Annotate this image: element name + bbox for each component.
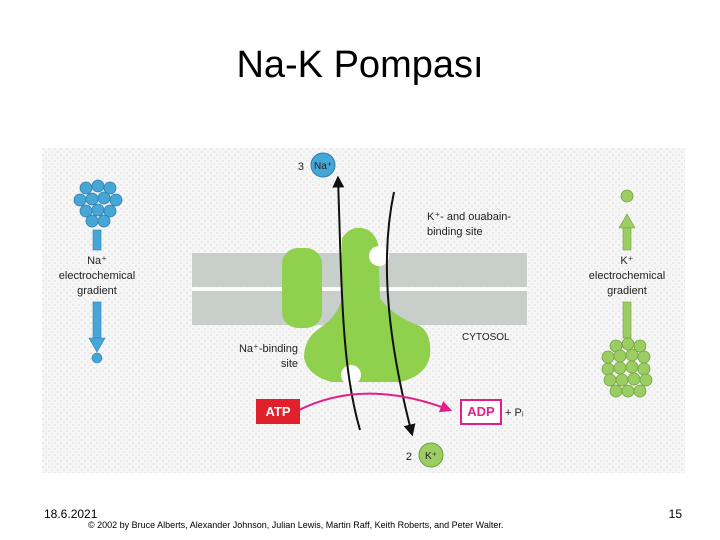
na-ion-icon [310, 152, 336, 178]
na-gradient-label-2: electrochemical [59, 270, 135, 282]
slide-title: Na-K Pompası [236, 44, 484, 86]
adp-label: ADP [467, 404, 495, 419]
na-ion-label: Na⁺ [314, 161, 332, 172]
k-gradient-label-2: electrochemical [589, 270, 665, 282]
k-count: 2 [406, 451, 412, 463]
ouabain-site-label-2: binding site [427, 226, 483, 238]
atp-hydrolysis-arrow [296, 392, 453, 413]
page-number: 15 [668, 507, 682, 521]
adp-box [460, 399, 502, 425]
figure-credit: © 2002 by Bruce Alberts, Alexander Johns… [88, 520, 504, 530]
na-gradient-label-1: Na⁺ [87, 255, 107, 267]
na-binding-site-label-1: Na⁺-binding [239, 343, 298, 355]
atp-box [256, 399, 300, 424]
na-gradient-label-3: gradient [77, 285, 117, 297]
na-ion-cluster [73, 179, 123, 228]
pi-label: + Pᵢ [505, 407, 524, 419]
k-ion-cluster [601, 337, 653, 398]
k-ion-label: K⁺ [425, 451, 437, 462]
k-ion-icon [418, 442, 444, 468]
na-transport-arrow [332, 175, 361, 431]
slide-date: 18.6.2021 [44, 507, 98, 521]
na-k-pump-diagram: Na⁺ electrochemical gradient K⁺ electroc… [42, 148, 685, 473]
k-gradient-arrow [618, 189, 636, 339]
k-gradient-label-1: K⁺ [620, 255, 633, 267]
na-gradient-arrow [88, 229, 106, 364]
cytosol-label: CYTOSOL [462, 332, 510, 343]
k-gradient-label-3: gradient [607, 285, 647, 297]
na-binding-site-label-2: site [281, 358, 298, 370]
na-count: 3 [298, 161, 304, 173]
ouabain-site-label-1: K⁺- and ouabain- [427, 211, 511, 223]
k-transport-arrow [385, 191, 416, 437]
diagram-svg: Na⁺ electrochemical gradient K⁺ electroc… [42, 148, 685, 473]
pump-protein [282, 227, 431, 385]
atp-label: ATP [265, 404, 290, 419]
